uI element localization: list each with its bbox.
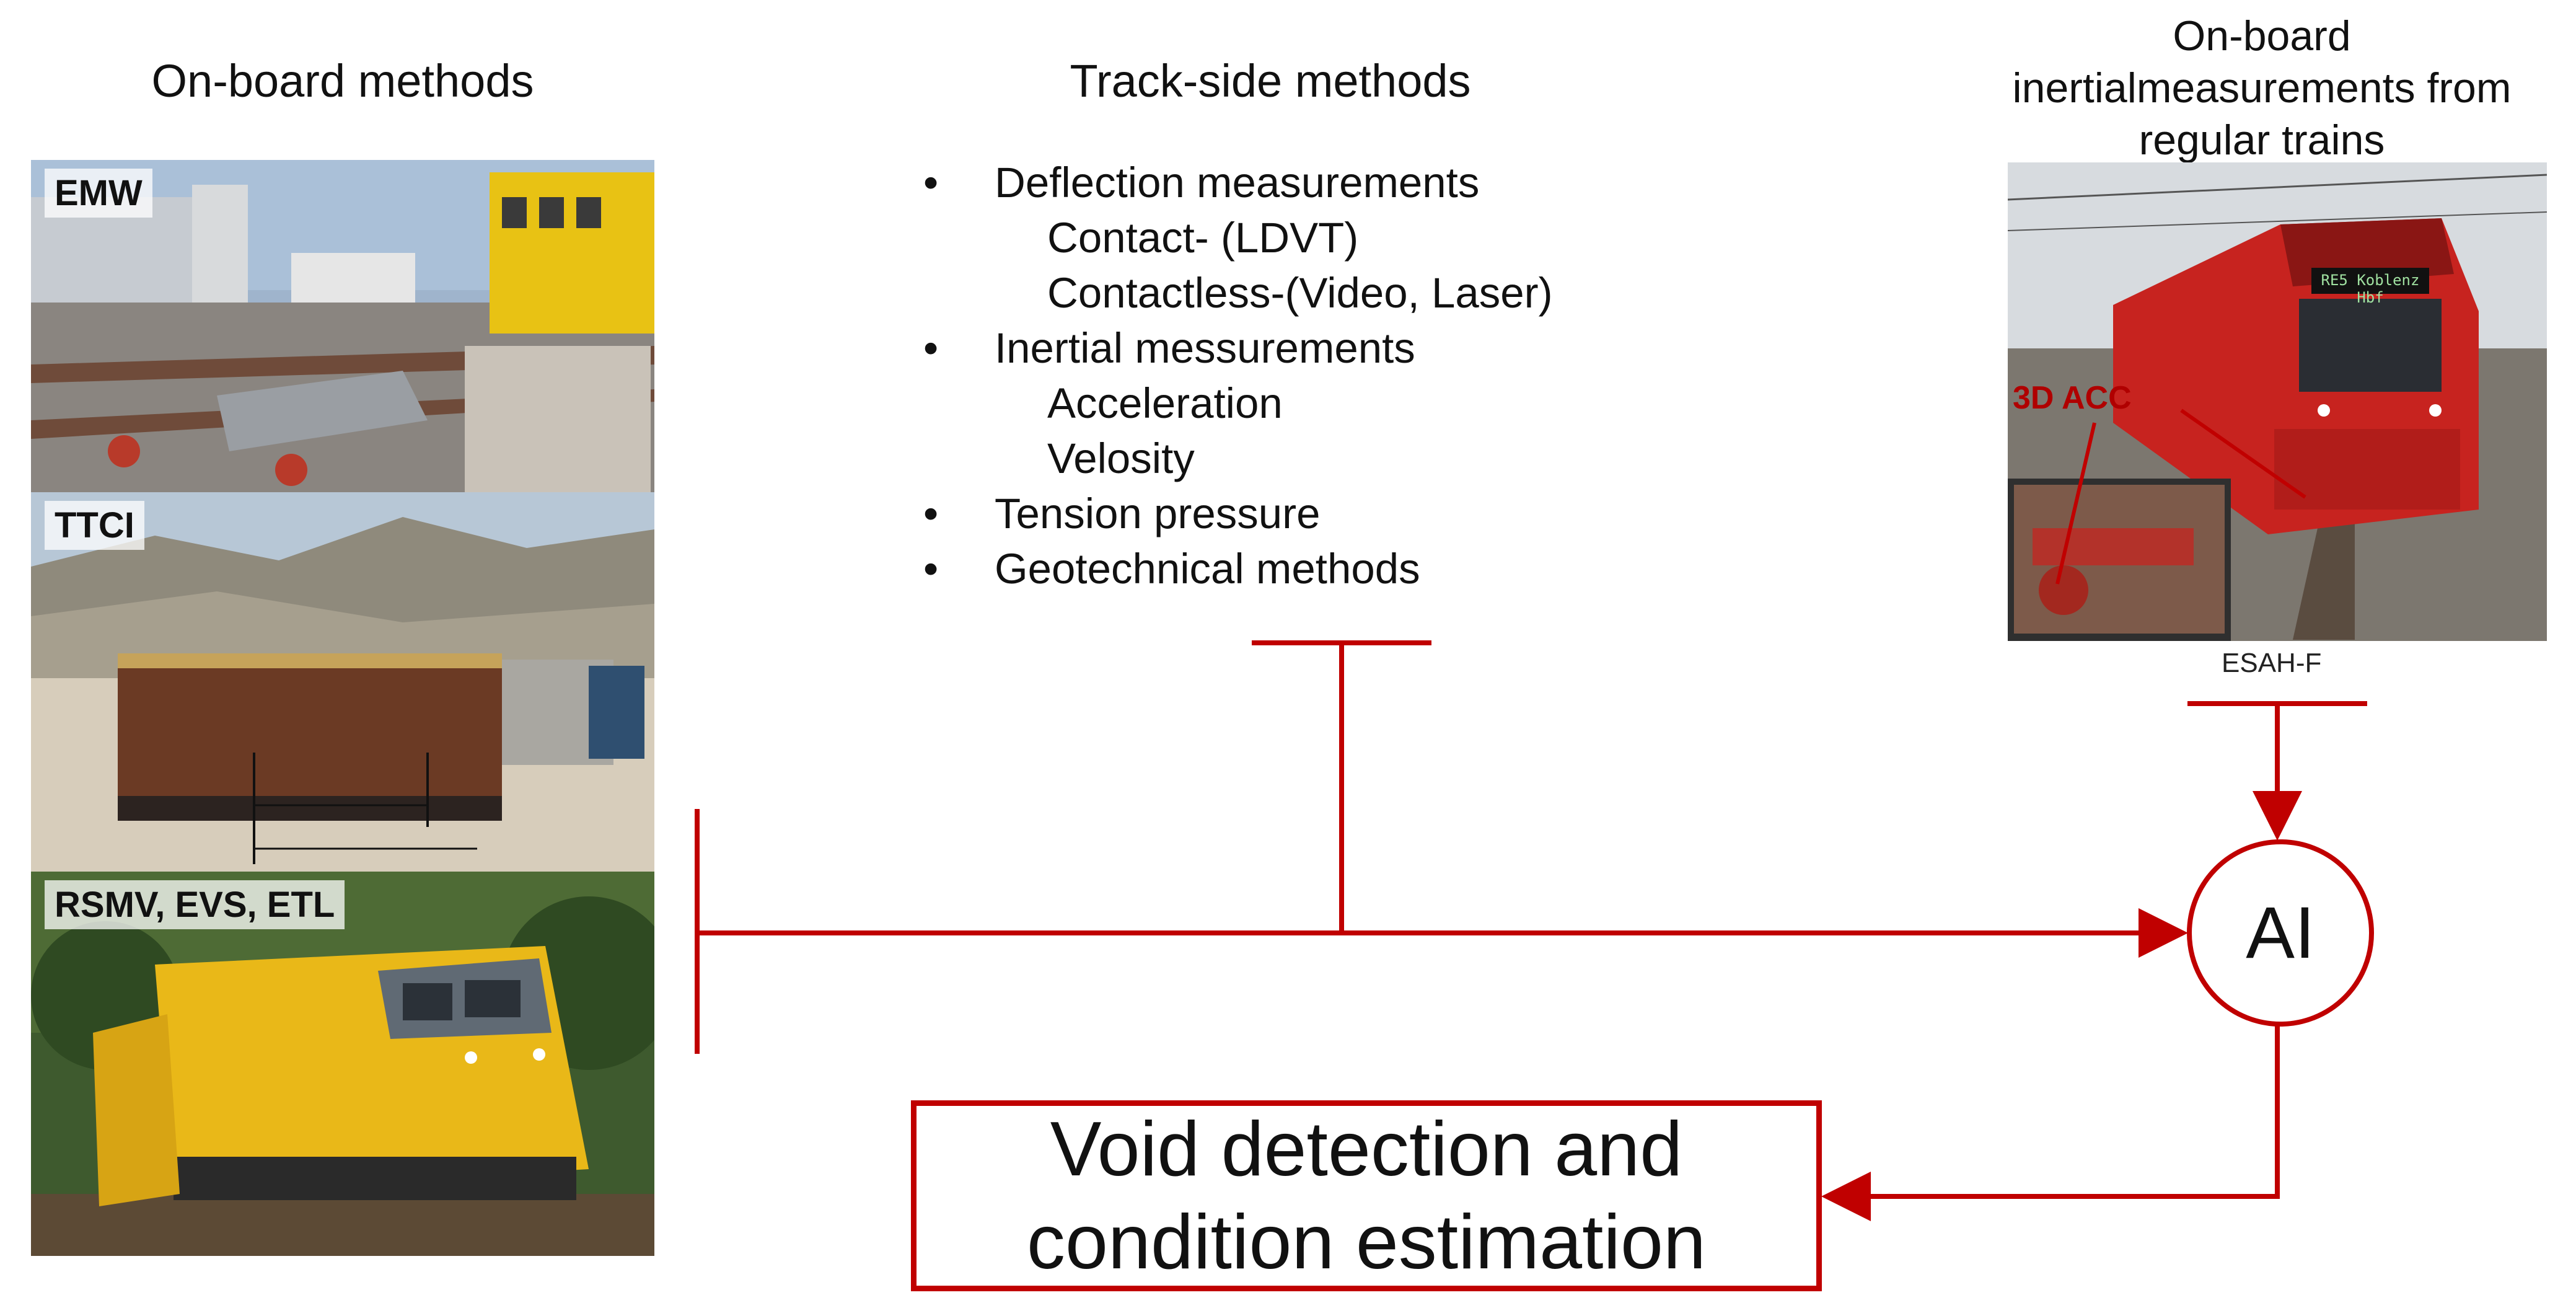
result-box: Void detection and condition estimation xyxy=(911,1100,1822,1291)
emw-label: EMW xyxy=(45,169,152,218)
trackside-methods-list: • Deflection measurements Contact- (LDVT… xyxy=(923,155,1553,596)
bullet-dot: • xyxy=(923,324,939,372)
result-arrow xyxy=(1821,1026,2280,1221)
regular-trains-heading: On-board inertialmeasurements from regul… xyxy=(1983,10,2541,166)
rsmv-photo: RSMV, EVS, ETL xyxy=(31,872,654,1256)
regular-train-caption: ESAH-F xyxy=(2222,648,2322,678)
list-item: • Tension pressure xyxy=(923,486,1553,541)
ai-node-label: AI xyxy=(2246,892,2315,974)
onboard-methods-heading: On-board methods xyxy=(151,55,534,107)
method-deflection-contact: Contact- (LDVT) xyxy=(1047,214,1359,262)
method-inertial: Inertial messurements xyxy=(995,324,1415,372)
method-inertial-velocity: Velosity xyxy=(1047,435,1195,482)
method-tension: Tension pressure xyxy=(995,490,1321,537)
regular-trains-heading-line3: regular trains xyxy=(2139,117,2385,164)
regular-trains-heading-line2: inertialmeasurements from xyxy=(2012,64,2512,112)
method-geotechnical: Geotechnical methods xyxy=(995,545,1420,593)
method-deflection-contactless: Contactless-(Video, Laser) xyxy=(1047,269,1553,317)
method-inertial-acceleration: Acceleration xyxy=(1047,379,1283,427)
method-deflection: Deflection measurements xyxy=(995,159,1480,206)
rsmv-label: RSMV, EVS, ETL xyxy=(45,880,345,929)
list-subitem: Contactless-(Video, Laser) xyxy=(923,265,1553,320)
bullet-dot: • xyxy=(923,159,939,206)
result-line1: Void detection and xyxy=(1050,1107,1683,1192)
list-item: • Deflection measurements xyxy=(923,155,1553,210)
list-subitem: Contact- (LDVT) xyxy=(923,210,1553,265)
destination-display: RE5 Koblenz Hbf xyxy=(2321,272,2420,306)
list-item: • Geotechnical methods xyxy=(923,541,1553,596)
regular-trains-heading-line1: On-board xyxy=(2173,12,2351,60)
list-subitem: Velosity xyxy=(923,431,1553,486)
regular-train-photo: RE5 Koblenz Hbf 3D ACC xyxy=(2008,162,2547,641)
sensor-label: 3D ACC xyxy=(2013,380,2132,416)
ttci-label: TTCI xyxy=(45,501,144,550)
ttci-photo: TTCI xyxy=(31,492,654,872)
bullet-dot: • xyxy=(923,490,939,537)
emw-photo: EMW xyxy=(31,160,654,492)
bullet-dot: • xyxy=(923,545,939,593)
trackside-methods-heading: Track-side methods xyxy=(1070,55,1471,107)
list-item: • Inertial messurements xyxy=(923,320,1553,376)
result-line2: condition estimation xyxy=(1027,1200,1706,1285)
list-subitem: Acceleration xyxy=(923,376,1553,431)
